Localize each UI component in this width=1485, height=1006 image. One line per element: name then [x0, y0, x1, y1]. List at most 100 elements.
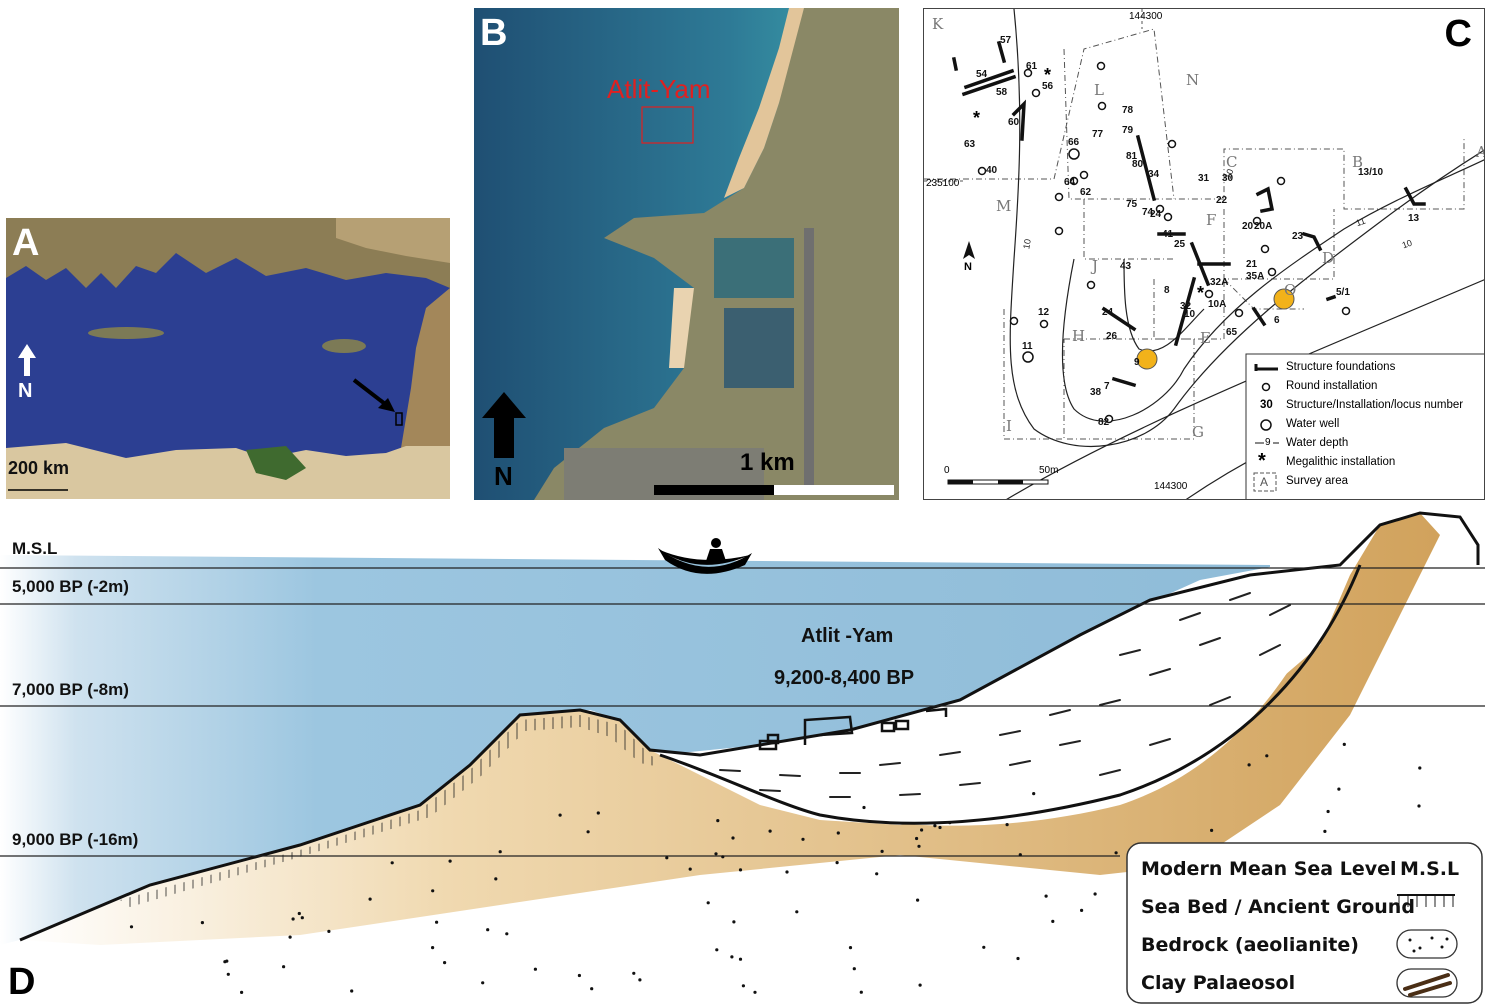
bedrock-dot	[1051, 919, 1055, 923]
legend-round: Round installation	[1286, 380, 1378, 392]
locus-number: 41	[1162, 229, 1174, 240]
locus-number: 61	[1026, 61, 1038, 72]
bedrock-dot	[1247, 763, 1251, 767]
survey-area-letter: M	[996, 197, 1012, 215]
bedrock-dot	[300, 916, 304, 920]
mediterranean-map	[6, 218, 450, 499]
bedrock-dot	[200, 921, 204, 925]
locus-number: 56	[1042, 81, 1054, 92]
bedrock-dot	[327, 929, 331, 933]
survey-area-letter: D	[1322, 249, 1335, 267]
legend-survey: Survey area	[1286, 475, 1349, 487]
survey-area-letter: F	[1206, 211, 1217, 229]
bedrock-dot	[240, 990, 244, 994]
bedrock-dot	[768, 829, 772, 833]
locus-number: 7	[1104, 381, 1110, 392]
survey-area-letter: C	[1226, 153, 1238, 171]
locus-number: 5/1	[1336, 287, 1350, 298]
locus-number: 77	[1092, 129, 1104, 140]
bedrock-dot	[875, 872, 879, 876]
locus-number: 10	[1184, 309, 1196, 320]
bedrock-dot	[1323, 829, 1327, 833]
locus-number: 32	[1180, 301, 1192, 312]
panel-a-label: A	[12, 222, 40, 264]
bedrock-dot	[848, 946, 853, 950]
bedrock-dot	[948, 821, 952, 825]
atlit-coast-map	[474, 8, 899, 500]
bedrock-dot	[933, 824, 937, 828]
locus-number: 6	[1274, 315, 1280, 326]
locus-number: 65	[1226, 327, 1238, 338]
bedrock-dot	[732, 920, 736, 924]
survey-area-letter: B	[1352, 153, 1364, 171]
locus-number: 82	[1098, 417, 1110, 428]
bedrock-dot	[917, 844, 921, 848]
bedrock-dot	[920, 828, 924, 832]
panel-d-label: D	[8, 961, 36, 1003]
locus-number: 54	[976, 69, 988, 80]
scale-label: 1 km	[740, 449, 795, 476]
locus-number: 30	[1222, 173, 1234, 184]
locus-number: 9	[1134, 357, 1140, 368]
sea-level-7000: 7,000 BP (-8m)	[12, 680, 129, 699]
locus-number: 81	[1126, 151, 1138, 162]
locus-number: 13	[1408, 213, 1420, 224]
bedrock-dot	[1018, 853, 1022, 857]
bedrock-dot	[226, 972, 230, 976]
survey-area-letter: N	[1186, 71, 1200, 89]
bedrock-dot	[498, 850, 502, 854]
legend-locus: Structure/Installation/locus number	[1286, 399, 1464, 411]
scale-start: 0	[944, 465, 950, 476]
locus-number: 43	[1120, 261, 1132, 272]
locus-number: 62	[1080, 187, 1092, 198]
grid-label-bottom: 144300	[1154, 481, 1188, 492]
depth-label: 10	[1021, 238, 1033, 250]
legend-number-sample: 30	[1260, 399, 1273, 411]
locus-number: 13/10	[1358, 167, 1384, 178]
bedrock-dot	[288, 935, 292, 939]
locus-number: 12	[1038, 307, 1050, 318]
bedrock-dot	[1326, 809, 1330, 814]
locus-number: 25	[1174, 239, 1186, 250]
bedrock-dot	[731, 836, 735, 840]
bedrock-dot	[715, 948, 719, 952]
locus-number: 74	[1142, 207, 1154, 218]
bedrock-dot	[481, 981, 485, 985]
locus-number: 78	[1122, 105, 1134, 116]
bedrock-dot	[1032, 792, 1036, 796]
locus-number: 40	[986, 165, 998, 176]
bedrock-dot	[1093, 892, 1097, 896]
panel-c-site-plan: KLNMCBAFJDOHEIG5761545856786063667779818…	[923, 8, 1485, 500]
sea-level-9000: 9,000 BP (-16m)	[12, 830, 139, 849]
bedrock-dot	[1016, 956, 1020, 961]
legend-msl-symbol: M.S.L	[1400, 858, 1460, 880]
bedrock-dot	[1044, 894, 1048, 898]
bedrock-dot	[282, 965, 286, 969]
locus-number: 80	[1132, 159, 1144, 170]
bedrock-dot	[741, 984, 746, 988]
bedrock-dot	[494, 877, 498, 881]
bedrock-dot	[505, 932, 509, 936]
legend-survey-letter: A	[1260, 475, 1269, 489]
bedrock-dot	[795, 910, 799, 914]
locus-number: 64	[1064, 177, 1076, 188]
locus-number: 75	[1126, 199, 1138, 210]
survey-area-letter: G	[1192, 423, 1204, 441]
grid-label-left: 235100	[926, 178, 960, 189]
bedrock-dot	[350, 989, 354, 993]
legend-clay: Clay Palaeosol	[1141, 972, 1296, 994]
bedrock-dot	[785, 870, 789, 874]
north-label: N	[494, 461, 513, 491]
legend-well: Water well	[1286, 418, 1340, 430]
bedrock-dot	[721, 855, 725, 859]
cross-section-drawing	[0, 511, 1485, 1006]
bedrock-dot	[880, 849, 884, 853]
legend-depth-number: 9	[1265, 437, 1271, 448]
survey-area-letter: L	[1094, 81, 1104, 99]
bedrock-dot	[982, 945, 986, 949]
locus-number: 63	[964, 139, 976, 150]
locus-number: 23	[1292, 231, 1304, 242]
locus-number: 24	[1102, 307, 1114, 318]
bedrock-dot	[596, 811, 600, 815]
bedrock-dot	[738, 868, 743, 872]
